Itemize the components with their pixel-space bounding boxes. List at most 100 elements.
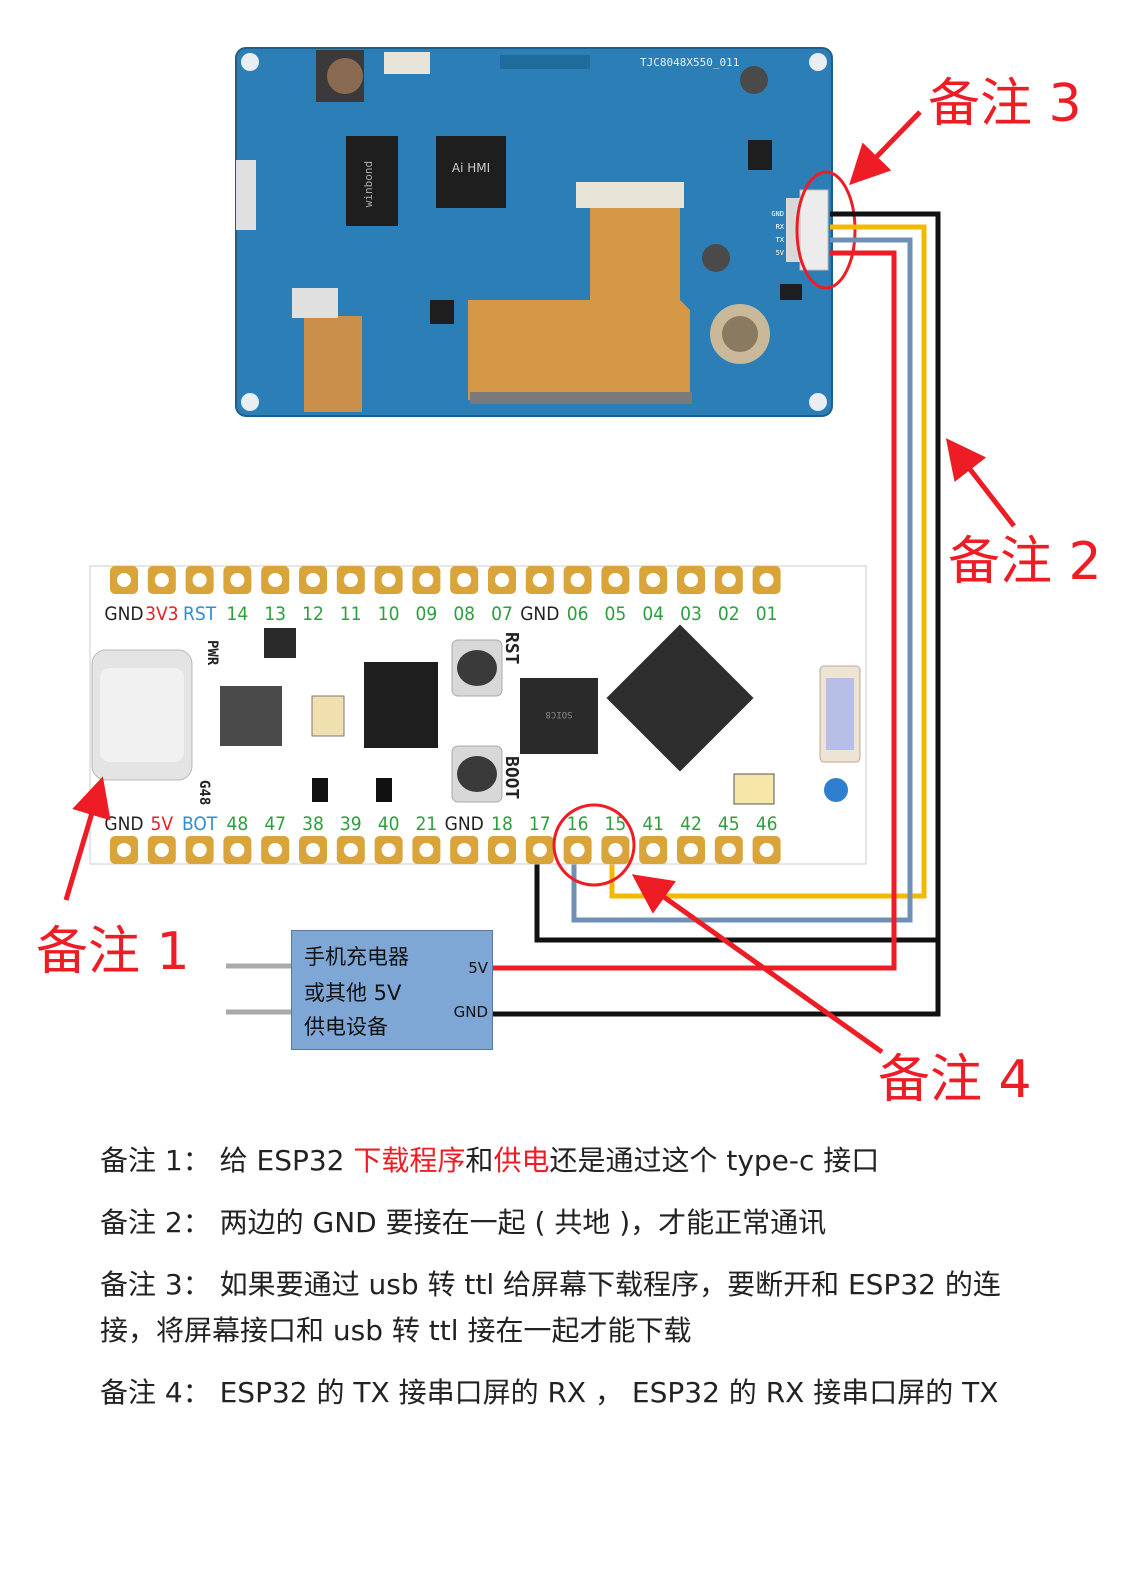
top-pad-hole — [192, 573, 207, 587]
top-pad-hole — [457, 573, 472, 587]
top-pad-hole — [306, 573, 320, 587]
top-pad-hole — [608, 573, 623, 587]
note-1-mid: 和 — [465, 1144, 494, 1177]
bottom-pin-label: 48 — [227, 813, 249, 835]
bottom-pin-label: 18 — [491, 813, 513, 835]
top-pin-label: 05 — [605, 603, 627, 625]
lcd-uart-connector — [799, 189, 829, 271]
pwr-label: PWR — [204, 640, 220, 666]
arrow-4 — [631, 874, 884, 1055]
arrow-1 — [63, 776, 111, 901]
bottom-pin-label: 15 — [605, 813, 627, 835]
arrow-2 — [945, 438, 1016, 528]
soic8-flash — [520, 678, 598, 754]
callout-2-label: 备注 2 — [948, 532, 1102, 592]
callout-3-label: 备注 3 — [928, 74, 1082, 134]
bottom-pin-label: 21 — [416, 813, 438, 835]
bottom-pin-label: 38 — [302, 813, 324, 835]
note-1: 备注 1： 给 ESP32 下载程序和供电还是通过这个 type-c 接口 — [100, 1138, 1030, 1184]
lcd-model-label: TJC8048X550_011 — [640, 56, 739, 69]
lcd-board: winbond Ai HMI TJC8048X550_011 GND RX TX… — [235, 47, 857, 417]
bottom-pads — [110, 836, 781, 864]
power-supply-box: 手机充电器 或其他 5V 供电设备 5V GND — [291, 930, 493, 1050]
fpc-flex — [468, 208, 690, 400]
top-pin-label: 06 — [567, 603, 589, 625]
top-pin-label: 11 — [340, 603, 362, 625]
bottom-pin-label: 17 — [529, 813, 551, 835]
top-pin-label: 08 — [453, 603, 475, 625]
bottom-pad-hole — [684, 843, 698, 857]
bottom-pin-label: 45 — [718, 813, 740, 835]
bottom-pad-hole — [608, 843, 623, 857]
bottom-pad-hole — [646, 843, 661, 857]
bottom-pad-hole — [457, 843, 472, 857]
top-pin-label: 03 — [680, 603, 702, 625]
top-pin-label: 14 — [227, 603, 249, 625]
bottom-pin-label: GND — [104, 813, 143, 835]
top-pad-hole — [343, 573, 358, 587]
mount-hole — [241, 53, 259, 71]
top-pad-hole — [495, 573, 509, 587]
mount-hole — [809, 53, 827, 71]
wire-gnd-esp — [534, 850, 938, 943]
esp32-s3-chip — [606, 624, 754, 772]
bottom-pad-hole — [495, 843, 509, 857]
top-pad-hole — [646, 573, 661, 587]
top-pin-label: 12 — [302, 603, 324, 625]
mount-hole — [809, 393, 827, 411]
notes-section: 备注 1： 给 ESP32 下载程序和供电还是通过这个 type-c 接口 备注… — [100, 1138, 1030, 1432]
note-1-highlight-power: 供电 — [493, 1144, 550, 1177]
bottom-pad-hole — [419, 843, 434, 857]
soic8-label: SOIC8 — [545, 709, 572, 719]
callout-1-label: 备注 1 — [36, 922, 190, 982]
bottom-pin-label: GND — [445, 813, 484, 835]
top-pad-hole — [381, 573, 396, 587]
top-pad-hole — [684, 573, 698, 587]
callout-arrows — [63, 110, 1016, 1055]
lcd-pin-5v-label: 5V — [776, 249, 785, 257]
top-pin-label: 13 — [264, 603, 286, 625]
top-pin-label: 04 — [642, 603, 664, 625]
bottom-pin-label: 41 — [642, 813, 664, 835]
usb-bridge-chip — [220, 686, 282, 746]
flash-chip — [346, 136, 398, 226]
bottom-pin-label: 5V — [151, 813, 174, 835]
top-pin-label: GND — [104, 603, 143, 625]
wire-tx — [571, 237, 913, 923]
lcd-pin-gnd-label: GND — [771, 210, 784, 218]
note-4: 备注 4： ESP32 的 TX 接串口屏的 RX ， ESP32 的 RX 接… — [100, 1376, 999, 1409]
note-1-highlight-download: 下载程序 — [353, 1144, 466, 1177]
bottom-pad-hole — [759, 843, 774, 857]
top-pad-hole — [721, 573, 736, 587]
note-1-prefix: 备注 1： 给 ESP32 — [100, 1144, 354, 1177]
bottom-pad-hole — [192, 843, 207, 857]
bottom-pin-label: 39 — [340, 813, 362, 835]
note-2: 备注 2： 两边的 GND 要接在一起 ( 共地 )，才能正常通讯 — [100, 1206, 827, 1239]
callout-4-circle — [552, 803, 636, 887]
top-pin-label: RST — [183, 603, 217, 625]
top-pin-label: 07 — [491, 603, 513, 625]
lcd-pin-tx-label: TX — [776, 236, 785, 244]
top-pad-hole — [570, 573, 585, 587]
bottom-pad-hole — [230, 843, 245, 857]
top-pad-hole — [759, 573, 774, 587]
top-pad-hole — [230, 573, 245, 587]
g48-label: G48 — [196, 780, 212, 805]
top-connector — [384, 52, 430, 74]
supply-line-2: 或其他 5V — [304, 981, 402, 1005]
bottom-pad-hole — [570, 843, 585, 857]
bottom-pin-label: BOT — [182, 813, 218, 835]
callout-4-label: 备注 4 — [878, 1050, 1032, 1110]
bottom-pad-hole — [268, 843, 283, 857]
fpc-connector — [576, 182, 684, 208]
bottom-pad-hole — [381, 843, 396, 857]
bottom-pin-label: 42 — [680, 813, 702, 835]
top-pin-label: 01 — [756, 603, 778, 625]
rst-label: RST — [501, 632, 522, 665]
wifi-logo — [824, 778, 848, 802]
top-pin-label: 02 — [718, 603, 740, 625]
top-pin-label: GND — [520, 603, 559, 625]
